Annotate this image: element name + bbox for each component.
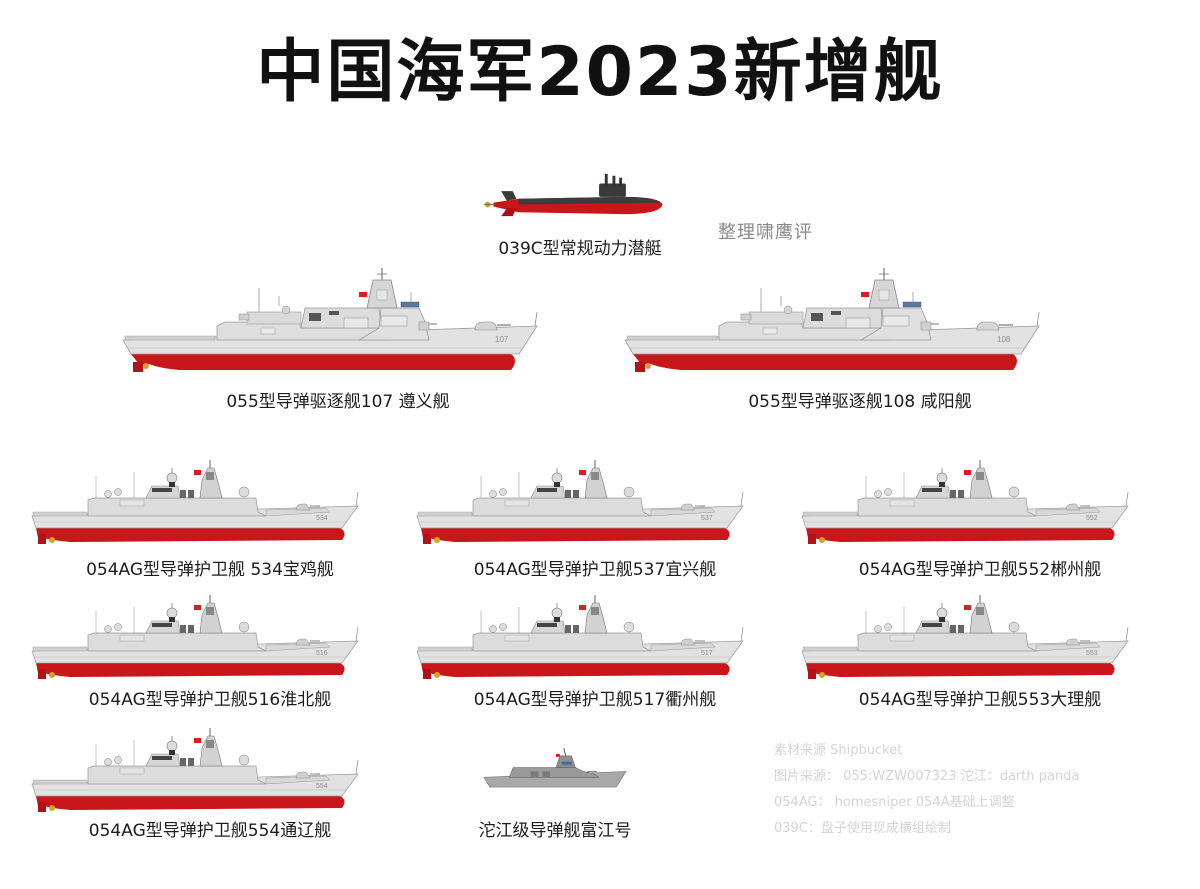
- frigate-illustration: 516: [30, 595, 360, 685]
- ship-054ag-516: 516: [30, 595, 360, 685]
- frigate-illustration: 552: [800, 460, 1130, 550]
- destroyer-illustration: 107: [118, 268, 540, 378]
- hull-number: 108: [997, 335, 1011, 344]
- ship-039c-submarine: [480, 168, 672, 220]
- ship-055-108: 108: [620, 268, 1042, 378]
- credit-line: 054AG： homesniper 054A基础上调整: [774, 795, 1015, 810]
- caption-054ag-554: 054AG型导弹护卫舰554通辽舰: [88, 821, 332, 841]
- frigate-illustration: 537: [415, 460, 745, 550]
- ship-054ag-552: 552: [800, 460, 1130, 550]
- destroyer-illustration: 108: [620, 268, 1042, 378]
- page-title: 中国海军2023新增舰: [256, 33, 944, 112]
- credit-line: 素材来源 Shipbucket: [774, 743, 903, 758]
- ship-054ag-554: 554: [30, 728, 360, 818]
- hull-number: 517: [701, 650, 713, 657]
- frigate-illustration: 553: [800, 595, 1130, 685]
- caption-054ag-517: 054AG型导弹护卫舰517衢州舰: [473, 690, 717, 710]
- hull-number: 554: [316, 783, 328, 790]
- credits-block: 素材来源 Shipbucket 图片来源： 055:WZW007323 沱江：d…: [774, 738, 1079, 842]
- hull-number: 553: [1086, 650, 1098, 657]
- watermark: 整理啸鹰评: [718, 222, 813, 243]
- corvette-illustration: [482, 748, 628, 792]
- caption-tuojiang-fujiang: 沱江级导弹舰富江号: [478, 821, 632, 841]
- caption-054ag-552: 054AG型导弹护卫舰552郴州舰: [858, 560, 1102, 580]
- hull-number: 516: [316, 650, 328, 657]
- hull-number: 537: [701, 515, 713, 522]
- credit-line: 图片来源： 055:WZW007323 沱江：darth panda: [774, 769, 1080, 784]
- submarine-illustration: [480, 168, 672, 220]
- credit-line: 039C：盘子使用现成横组绘制: [774, 821, 951, 836]
- frigate-illustration: 517: [415, 595, 745, 685]
- hull-number: 552: [1086, 515, 1098, 522]
- hull-number: 534: [316, 515, 328, 522]
- hull-number: 107: [495, 335, 509, 344]
- caption-054ag-516: 054AG型导弹护卫舰516淮北舰: [88, 690, 332, 710]
- frigate-illustration: 554: [30, 728, 360, 818]
- ship-tuojiang-fujiang: [482, 748, 628, 792]
- caption-054ag-537: 054AG型导弹护卫舰537宜兴舰: [473, 560, 717, 580]
- caption-055-108: 055型导弹驱逐舰108 咸阳舰: [748, 392, 972, 412]
- caption-054ag-553: 054AG型导弹护卫舰553大理舰: [858, 690, 1102, 710]
- ship-055-107: 107: [118, 268, 540, 378]
- ship-054ag-537: 537: [415, 460, 745, 550]
- ship-054ag-534: 534: [30, 460, 360, 550]
- caption-055-107: 055型导弹驱逐舰107 遵义舰: [226, 392, 450, 412]
- caption-054ag-534: 054AG型导弹护卫舰 534宝鸡舰: [86, 560, 334, 580]
- frigate-illustration: 534: [30, 460, 360, 550]
- ship-054ag-517: 517: [415, 595, 745, 685]
- ship-054ag-553: 553: [800, 595, 1130, 685]
- caption-039c: 039C型常规动力潜艇: [498, 239, 662, 259]
